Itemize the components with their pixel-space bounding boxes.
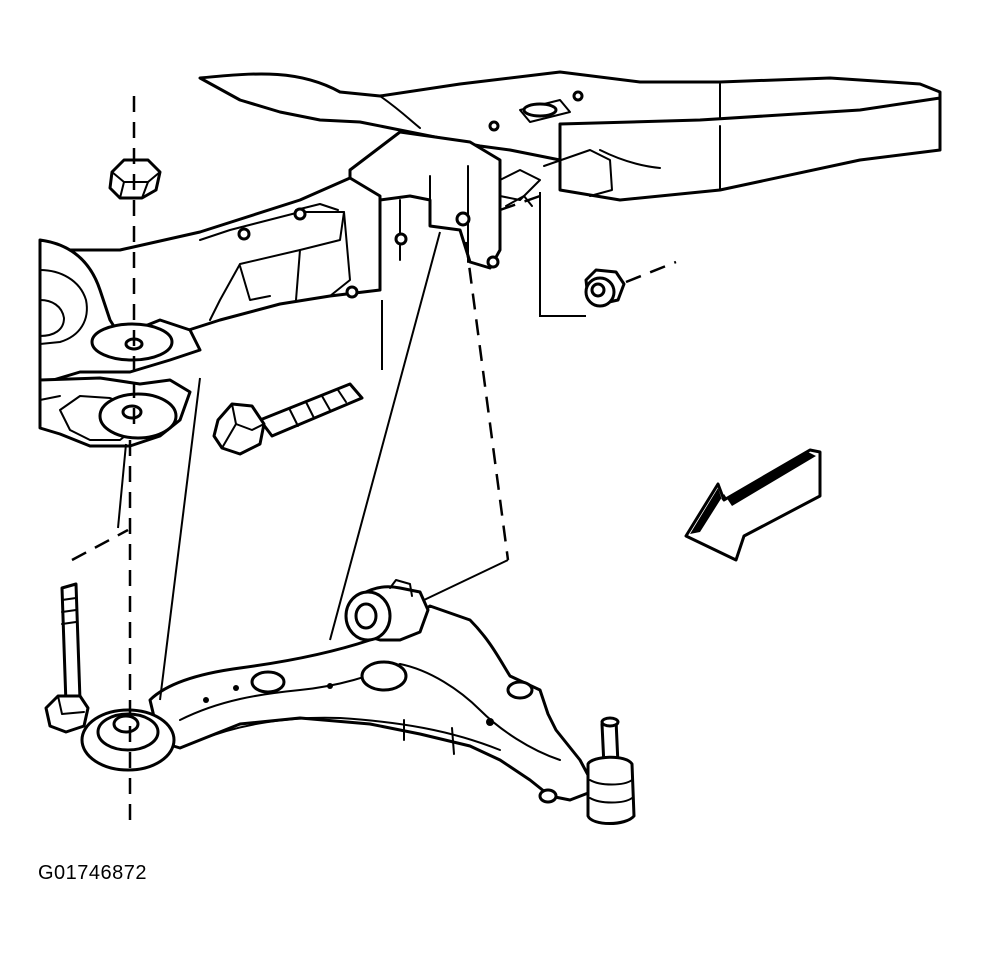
- nut-right: [584, 268, 626, 308]
- figure-id-label: G01746872: [38, 862, 148, 884]
- assembly-lines: [71, 96, 677, 830]
- front-direction-arrow: [684, 448, 822, 562]
- stud-bolt-left: [44, 582, 90, 734]
- ball-joint: [586, 716, 636, 825]
- lower-control-arm: [80, 579, 636, 825]
- frame-crossmember: [38, 70, 942, 448]
- pivot-bolt: [212, 382, 364, 456]
- subframe-mount-stack: [90, 322, 178, 440]
